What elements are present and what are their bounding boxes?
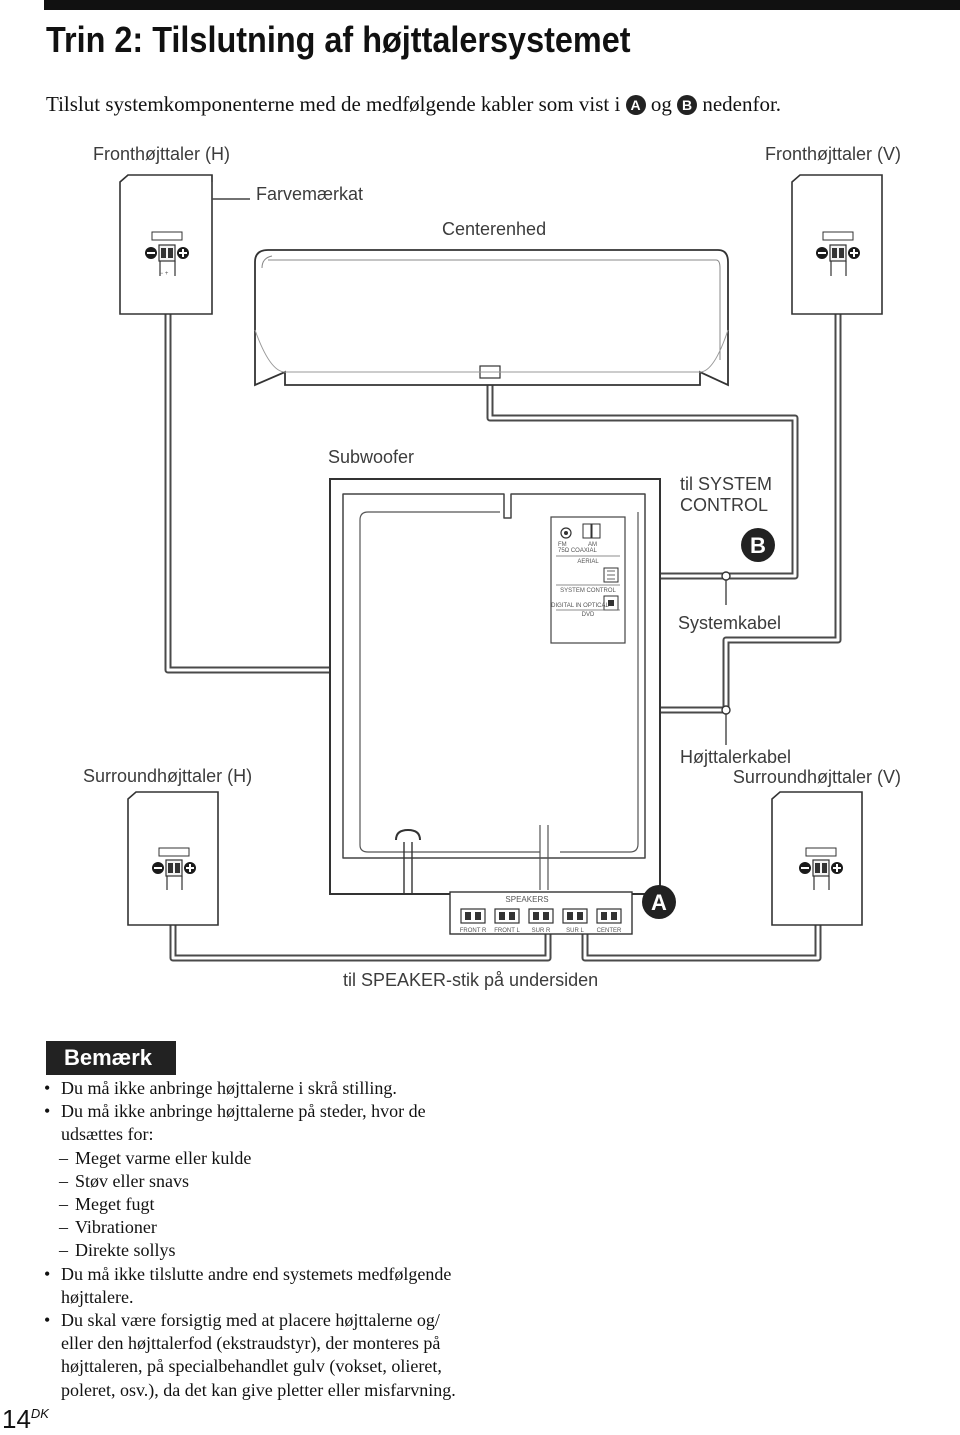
label-speaker-jack: til SPEAKER-stik på undersiden <box>343 970 598 990</box>
page-number-value: 14 <box>2 1404 31 1434</box>
svg-text:A: A <box>651 890 667 915</box>
speaker-jack-terminal: FRONT R <box>460 908 487 934</box>
note-sub-item: Meget fugt <box>44 1193 514 1216</box>
badge-a: A <box>642 885 676 919</box>
speaker-cable-marker <box>721 705 731 715</box>
speaker-jack-title: SPEAKERS <box>505 895 548 904</box>
note-line: eller den højttalerfod (ekstraudstyr), d… <box>61 1333 441 1354</box>
note-line: udsættes for: <box>61 1124 154 1145</box>
note-line: Du må ikke anbringe højttalerne på stede… <box>61 1101 426 1122</box>
connection-diagram: − + FM 75Ω COAXIAL AM AERIAL <box>83 144 901 990</box>
speaker-jack-label: CENTER <box>597 928 622 934</box>
intro-text-start: Tilslut systemkomponenterne med de medfø… <box>46 92 621 116</box>
surround-right-speaker <box>127 791 219 926</box>
note-item: Du må ikke tilslutte andre end systemets… <box>44 1263 514 1309</box>
label-front-right: Fronthøjttaler (H) <box>93 144 230 164</box>
note-line: højttalere. <box>61 1286 134 1307</box>
label-front-left: Fronthøjttaler (V) <box>765 144 901 164</box>
label-surround-right: Surroundhøjttaler (H) <box>83 766 252 786</box>
speaker-jack-terminal: SUR R <box>528 908 554 934</box>
speaker-jack-label: SUR L <box>566 928 584 934</box>
note-line: Du skal være forsigtig med at placere hø… <box>61 1310 440 1331</box>
label-color-mark: Farvemærkat <box>256 184 363 204</box>
front-right-speaker: − + <box>119 174 213 315</box>
label-system-control-2: CONTROL <box>680 495 768 515</box>
panel-fm: FM <box>558 542 567 548</box>
note-sub-item: Vibrationer <box>44 1216 514 1239</box>
panel-dvd: DVD <box>582 612 595 618</box>
panel-am: AM <box>588 542 597 548</box>
page-number: 14DK <box>2 1404 49 1435</box>
note-sub-item: Meget varme eller kulde <box>44 1147 514 1170</box>
label-subwoofer: Subwoofer <box>328 447 414 467</box>
note-item: Du skal være forsigtig med at placere hø… <box>44 1309 514 1402</box>
speaker-jack-terminal: SUR L <box>562 908 588 934</box>
svg-text:B: B <box>750 533 766 558</box>
speaker-jack-terminal: FRONT L <box>494 908 520 934</box>
note-heading: Bemærk <box>46 1041 176 1075</box>
label-surround-left: Surroundhøjttaler (V) <box>733 767 901 787</box>
system-cable-marker <box>721 571 731 581</box>
intro-text-end: nedenfor. <box>702 92 782 116</box>
label-system-cable: Systemkabel <box>678 613 781 633</box>
note-line: Du må ikke tilslutte andre end systemets… <box>61 1263 452 1284</box>
note-sub-item: Støv eller snavs <box>44 1170 514 1193</box>
center-unit <box>254 249 729 387</box>
badge-a-inline: A <box>625 95 646 115</box>
speaker-jack-label: FRONT L <box>494 928 520 934</box>
note-line: poleret, osv.), da det kan give pletter … <box>61 1379 456 1400</box>
notes-list: Du må ikke anbringe højttalerne i skrå s… <box>44 1077 514 1402</box>
speaker-jack-terminal: CENTER <box>596 908 622 934</box>
badge-b-inline: B <box>677 95 698 115</box>
svg-text:− +: − + <box>160 271 169 277</box>
surround-left-speaker <box>771 791 863 926</box>
speaker-jack-label: FRONT R <box>460 928 487 934</box>
intro-text-and: og <box>650 92 672 116</box>
label-system-control-1: til SYSTEM <box>680 474 772 494</box>
page-title: Trin 2: Tilslutning af højttalersystemet <box>46 19 631 60</box>
panel-digital-in: DIGITAL IN OPTICAL <box>551 603 609 609</box>
note-item: Du må ikke anbringe højttalerne på stede… <box>44 1100 514 1146</box>
header-rule <box>44 0 960 10</box>
panel-coaxial: 75Ω COAXIAL <box>558 548 597 554</box>
label-speaker-cable: Højttalerkabel <box>680 747 791 767</box>
page-number-suffix: DK <box>30 1406 49 1421</box>
label-center-unit: Centerenhed <box>442 219 546 239</box>
note-item: Du må ikke anbringe højttalerne i skrå s… <box>44 1077 514 1100</box>
speaker-jack-panel: SPEAKERS FRONT R FRONT L SUR R SUR L CENTER <box>449 891 633 935</box>
subwoofer: FM 75Ω COAXIAL AM AERIAL SYSTEM CONTROL … <box>329 478 661 895</box>
speaker-jack-label: SUR R <box>532 928 551 934</box>
front-left-speaker <box>791 174 883 315</box>
panel-system-control: SYSTEM CONTROL <box>560 588 616 594</box>
badge-b: B <box>741 528 775 562</box>
note-sub-item: Direkte sollys <box>44 1239 514 1262</box>
intro-text: Tilslut systemkomponenterne med de medfø… <box>46 90 781 118</box>
note-line: højttaleren, på specialbehandlet gulv (v… <box>61 1356 442 1377</box>
panel-aerial: AERIAL <box>577 559 599 565</box>
